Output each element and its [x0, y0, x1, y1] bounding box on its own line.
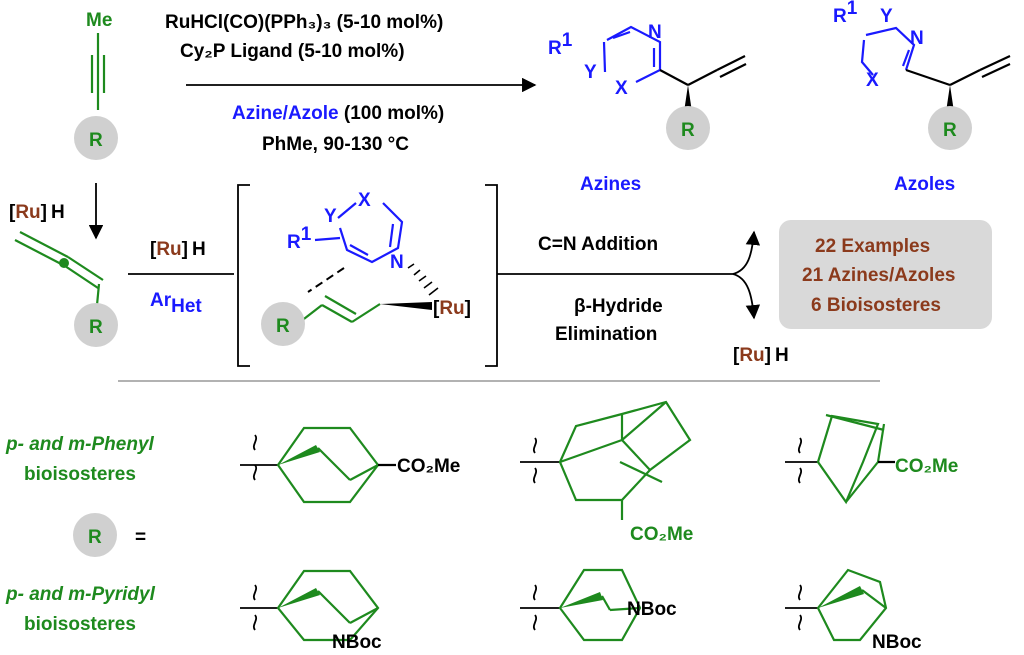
ru-h-byproduct: [Ru]H — [733, 345, 789, 366]
azoles-label: Azoles — [894, 174, 955, 195]
transition-state-brackets — [237, 184, 498, 367]
nboc-label: NBoc — [627, 599, 677, 620]
pyridyl-bioisostere-title: p- and m-Pyridyl — [5, 584, 156, 605]
n-atom: N — [910, 28, 924, 49]
aza-bicyclooctane-nboc: NBoc — [240, 569, 382, 653]
ester-label: CO₂Me — [895, 456, 958, 477]
bicyclopentane-ester: CO₂Me — [785, 413, 958, 505]
ru-h-label: [Ru]H — [150, 239, 206, 260]
solvent-temperature: PhMe, 90-130 °C — [262, 134, 409, 155]
r-group-label: R — [681, 120, 695, 141]
heterocycle-loading: Azine/Azole (100 mol%) — [232, 103, 444, 124]
heterocycle-count: 21 Azines/Azoles — [802, 265, 955, 286]
x-atom: X — [615, 78, 628, 99]
catalyst-text: RuHCl(CO)(PPh₃)₃ (5-10 mol%) — [165, 12, 443, 33]
aza-bicyclohexane-nboc: NBoc — [785, 568, 922, 653]
ru-label: [Ru] — [433, 298, 471, 319]
r-group-circle — [928, 106, 972, 150]
ru-h-step: [Ru]H — [9, 183, 104, 240]
equals-sign: = — [135, 527, 146, 548]
r-group-label: R — [88, 527, 102, 548]
allene-intermediate: R — [14, 231, 118, 347]
y-atom: Y — [324, 206, 337, 227]
scope-summary-box: 22 Examples 21 Azines/Azoles 6 Bioisoste… — [779, 220, 992, 329]
phenyl-bioisostere-title: p- and m-Phenyl — [5, 434, 155, 455]
azole-product: N Y X R1 R Azoles — [833, 0, 1011, 195]
cn-addition-label: C=N Addition — [538, 234, 658, 255]
allyl-ruthenium-intermediate: Y X N R1 R [Ru] — [261, 190, 471, 346]
ligand-text: Cy₂P Ligand (5-10 mol%) — [180, 41, 405, 62]
x-atom: X — [866, 70, 879, 91]
y-atom: Y — [584, 62, 597, 83]
nboc-label: NBoc — [332, 632, 382, 653]
nboc-label: NBoc — [872, 632, 922, 653]
r1-substituent: R1 — [548, 30, 573, 59]
r1-substituent: R1 — [833, 0, 858, 27]
pyridyl-bioisostere-subtitle: bioisosteres — [24, 614, 136, 635]
mechanism-pathways: C=N Addition β-Hydride Elimination [Ru]H — [497, 230, 789, 366]
r-group-circle — [666, 106, 710, 150]
azines-label: Azines — [580, 174, 641, 195]
aza-bicycloheptane-nboc: NBoc — [520, 568, 677, 642]
r-group-circle — [74, 303, 118, 347]
elimination-label: Elimination — [555, 324, 657, 345]
bicyclooctane-ester: CO₂Me — [240, 426, 460, 504]
phenyl-bioisostere-subtitle: bioisosteres — [24, 464, 136, 485]
r-group-circle — [261, 302, 305, 346]
r-group-circle — [74, 116, 118, 160]
r-group-label: R — [89, 130, 103, 151]
r-group-label: R — [276, 316, 290, 337]
bioisostere-legend: p- and m-Phenyl bioisosteres R = p- and … — [5, 434, 156, 635]
cubane-like-ester: CO₂Me — [520, 400, 693, 545]
ester-label: CO₂Me — [397, 456, 460, 477]
ester-label: CO₂Me — [630, 524, 693, 545]
alkyne-substrate: Me R — [74, 10, 118, 160]
ru-h-reagent: [Ru]H — [9, 202, 65, 223]
r-group-label: R — [943, 120, 957, 141]
bioisostere-count: 6 Bioisosteres — [811, 295, 941, 316]
examples-count: 22 Examples — [815, 236, 930, 257]
aryl-het-label: ArHet — [150, 290, 202, 317]
n-atom: N — [390, 252, 404, 273]
y-atom: Y — [880, 6, 893, 27]
reagents-to-intermediate: [Ru]H ArHet — [128, 239, 234, 317]
methyl-label: Me — [86, 10, 112, 31]
r1-substituent: R1 — [287, 224, 312, 253]
beta-hydride-label: β-Hydride — [574, 296, 663, 317]
reaction-conditions: RuHCl(CO)(PPh₃)₃ (5-10 mol%) Cy₂P Ligand… — [165, 12, 537, 155]
azine-product: N Y X R1 R Azines — [548, 22, 747, 195]
n-atom: N — [648, 22, 662, 43]
r-group-label: R — [89, 317, 103, 338]
r-group-circle — [73, 513, 117, 557]
x-atom: X — [358, 190, 371, 211]
